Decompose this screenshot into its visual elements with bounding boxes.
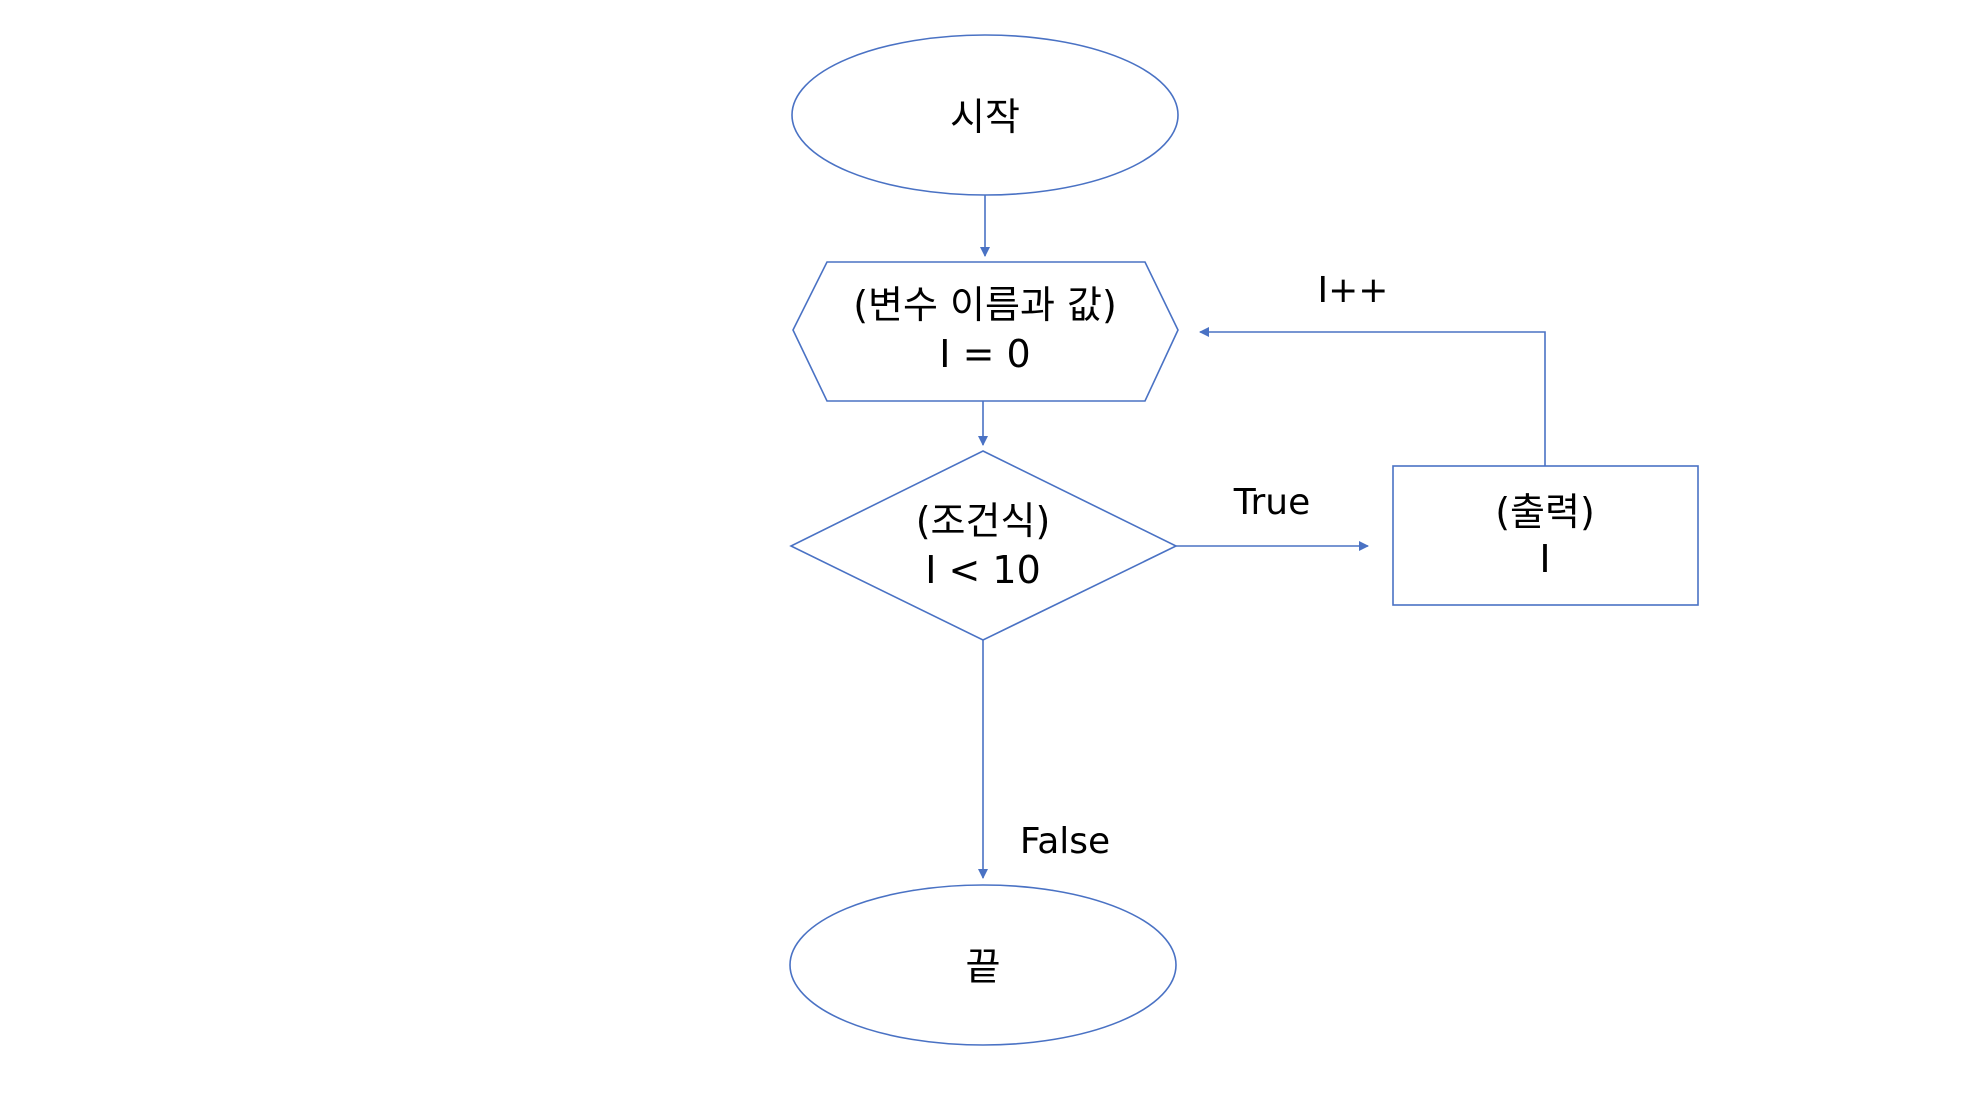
output-label-line1: (출력) [1495, 490, 1595, 534]
output-label-line2: I [1539, 537, 1550, 581]
false-branch-label: False [1020, 821, 1110, 862]
condition-node: (조건식) I < 10 [789, 450, 1178, 641]
start-label: 시작 [950, 95, 1020, 139]
connector-output-loop-to-init [1199, 327, 1546, 466]
init-hexagon [792, 261, 1179, 402]
condition-label-line1: (조건식) [916, 499, 1051, 543]
condition-diamond [789, 450, 1178, 641]
true-branch-label: True [1233, 482, 1310, 523]
init-label-line2: I = 0 [939, 332, 1030, 376]
condition-label-line2: I < 10 [925, 548, 1041, 592]
init-label-line1: (변수 이름과 값) [853, 283, 1117, 327]
start-node: 시작 [791, 34, 1179, 196]
init-node: (변수 이름과 값) I = 0 [792, 261, 1179, 402]
output-node: (출력) I [1392, 465, 1699, 606]
output-box [1392, 465, 1699, 606]
end-ellipse [789, 884, 1177, 1046]
end-node: 끝 [789, 884, 1177, 1046]
end-label: 끝 [966, 945, 1001, 989]
increment-label: I++ [1318, 270, 1389, 311]
